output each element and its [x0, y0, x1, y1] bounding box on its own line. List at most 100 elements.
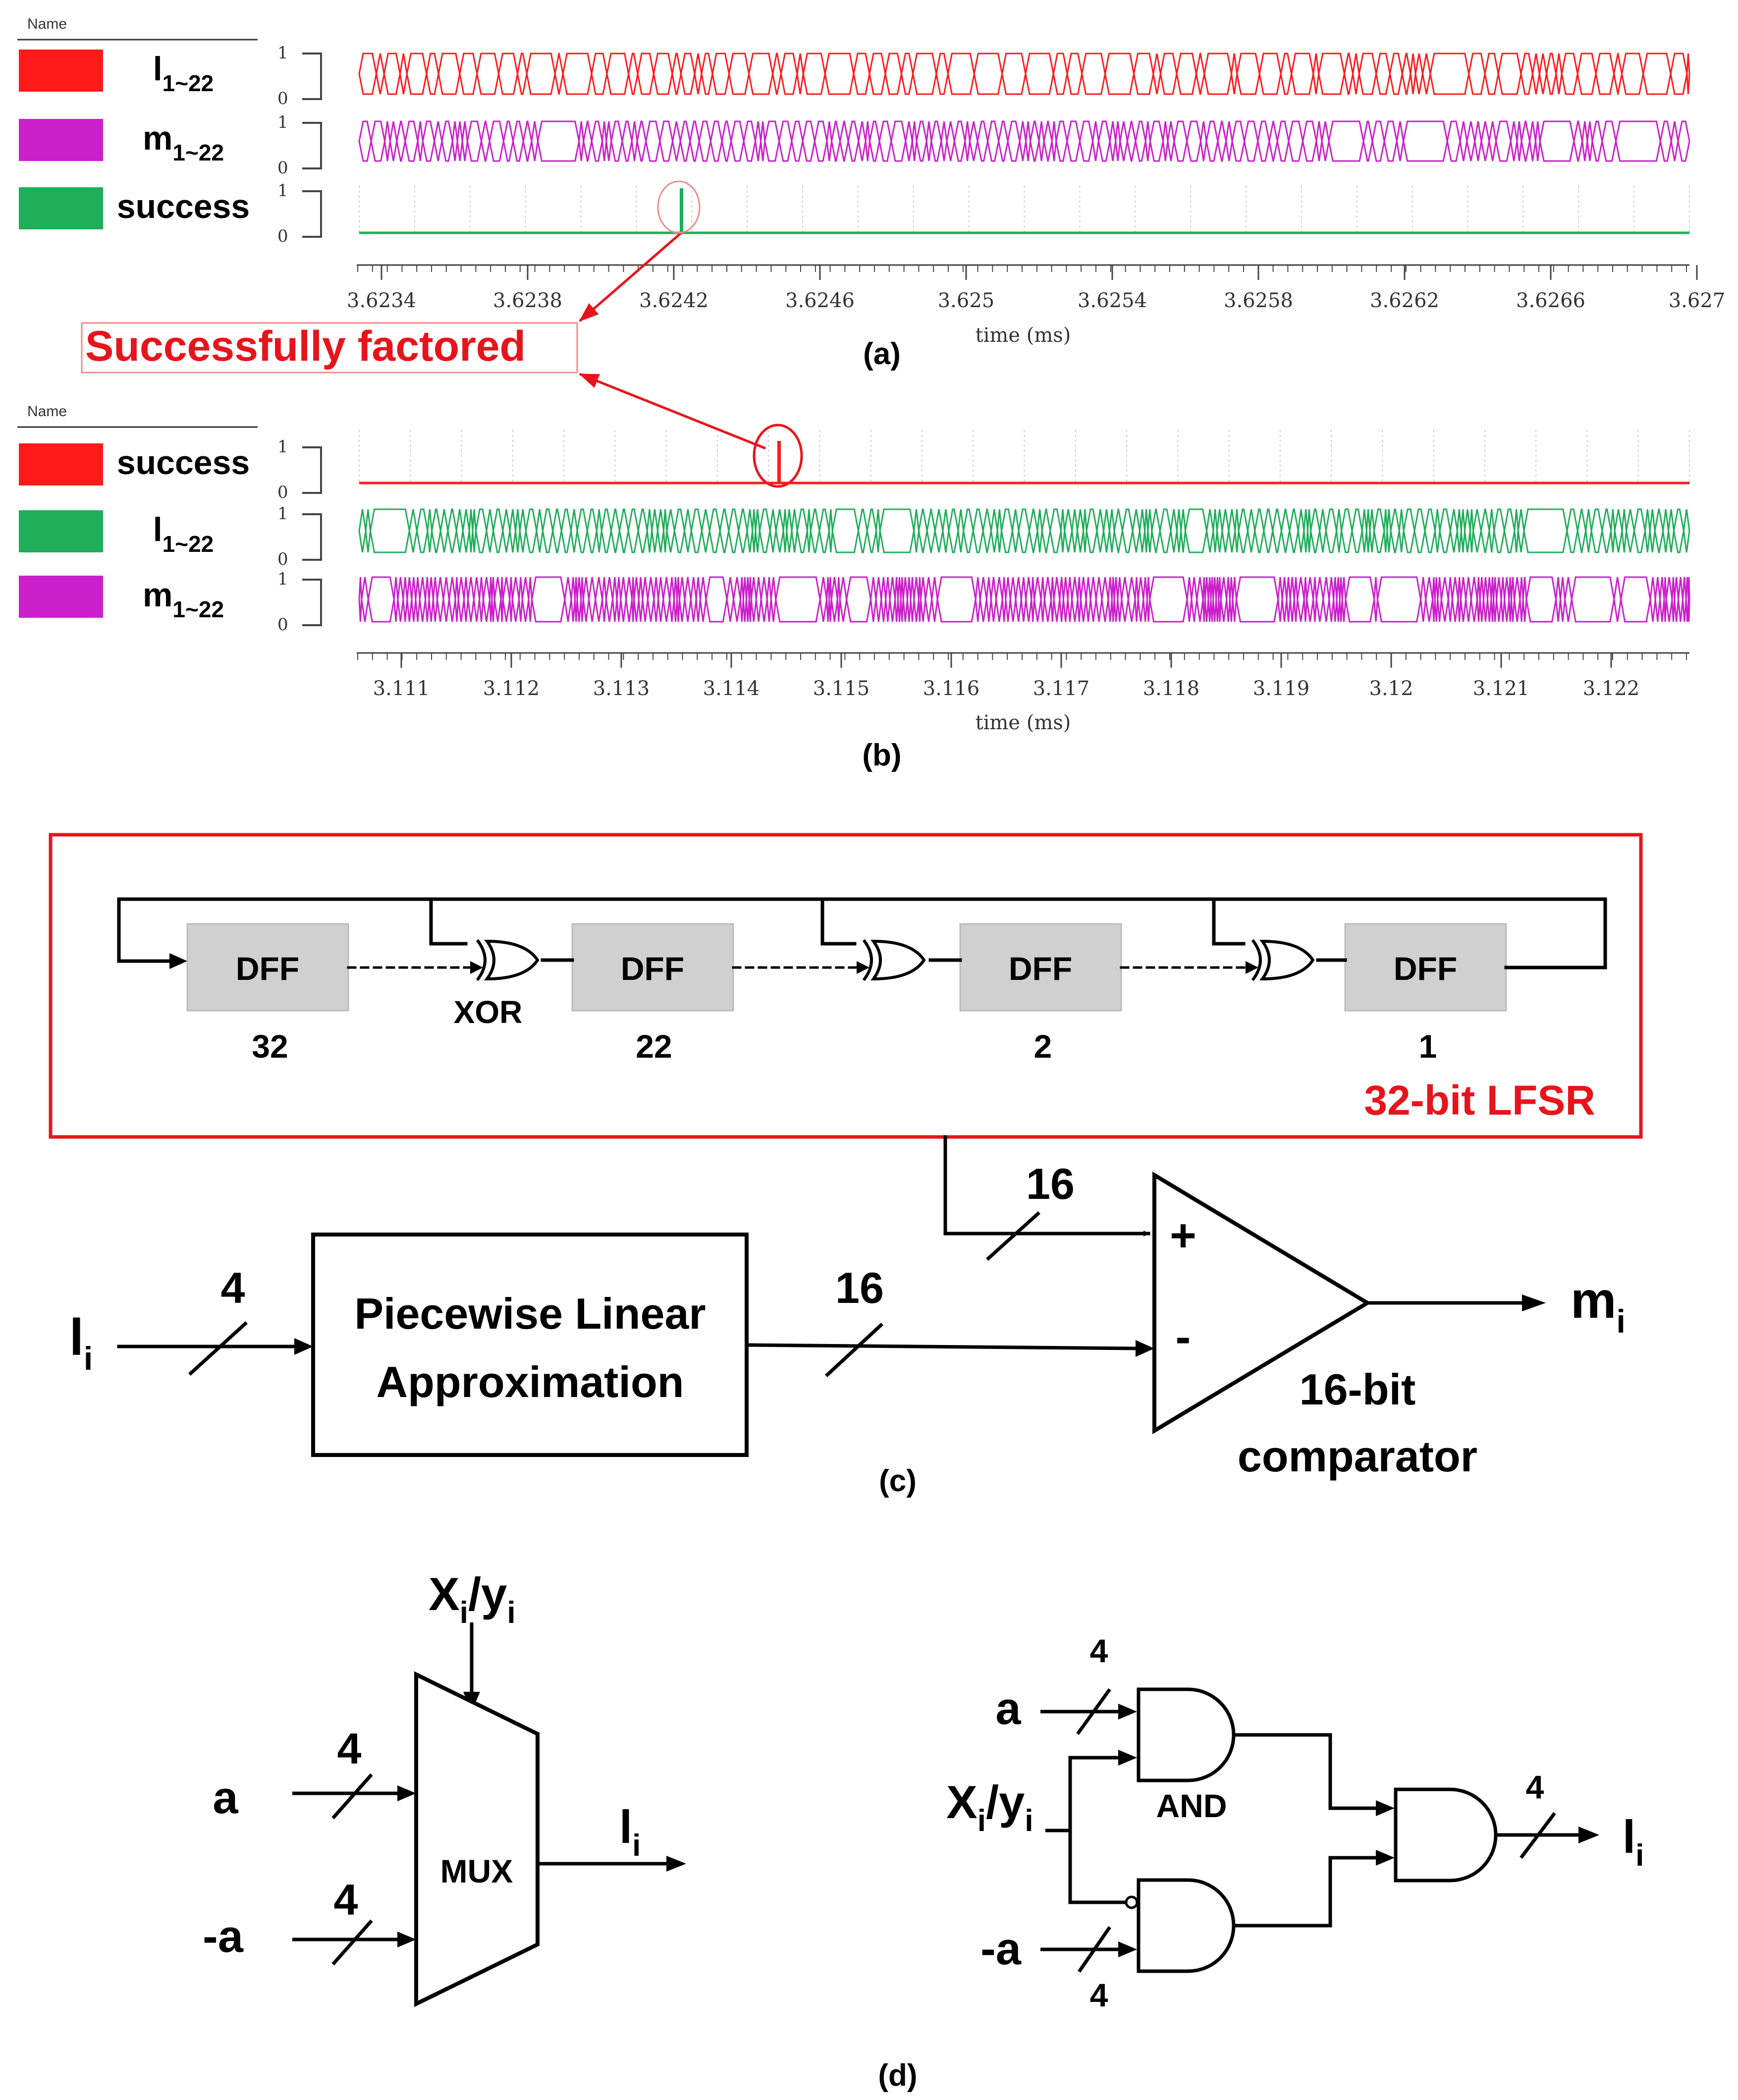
- tick-label: 3.12: [1369, 677, 1413, 700]
- comparator-line2: comparator: [1238, 1432, 1477, 1481]
- gate-input-neg-a-arrowhead: [1118, 1941, 1137, 1957]
- panel-c-label: (c): [879, 1464, 917, 1498]
- tick-label: 3.627: [1669, 289, 1726, 312]
- tick-label: 3.6238: [493, 289, 562, 312]
- pla-output-bus: [745, 1343, 1141, 1350]
- gate-select-wire-low: [1045, 1829, 1127, 1904]
- bus-slash-mux-neg-a: [331, 1919, 373, 1966]
- lfsr-output-bus: [943, 1135, 1150, 1237]
- xor-body: [1259, 939, 1315, 981]
- and-gate-lower: [1137, 1878, 1236, 1973]
- panel-b-waveforms: [358, 430, 1690, 623]
- output-arrowhead: [1522, 1294, 1546, 1311]
- tick-label: 3.114: [703, 677, 760, 700]
- level-low: 0: [277, 615, 288, 635]
- mux: [414, 1671, 540, 2007]
- panel-b-label: (b): [862, 738, 901, 772]
- and-label: AND: [1156, 1787, 1227, 1824]
- pla-line1: Piecewise Linear: [354, 1289, 706, 1338]
- dff-1: DFF 1: [1344, 923, 1507, 1065]
- tick-label: 3.112: [483, 677, 540, 700]
- tick-label: 3.6254: [1078, 289, 1147, 312]
- legend-swatch: [19, 119, 103, 161]
- xor-body: [484, 939, 540, 981]
- bus-waveform: [358, 120, 1690, 162]
- bus-width-top: 16: [1026, 1159, 1075, 1208]
- bus-slash-gate-neg-a: [1078, 1926, 1111, 1973]
- level-low: 0: [277, 89, 288, 108]
- comparator-plus: +: [1170, 1210, 1196, 1261]
- lfsr-dash-arrowheads: [470, 961, 1258, 974]
- tick-label: 3.625: [938, 289, 995, 312]
- bus-width-gate-out: 4: [1526, 1769, 1544, 1805]
- legend-swatch: [19, 510, 103, 552]
- bus-slash-gate-out: [1520, 1812, 1556, 1859]
- panel-a-xlabel: time (ms): [976, 324, 1071, 347]
- level-bracket: [302, 122, 322, 169]
- level-bracket: [302, 579, 322, 626]
- bus-width-mux-neg-a: 4: [334, 1875, 358, 1924]
- pla-box: [311, 1233, 749, 1457]
- dff-32: DFF 32: [186, 923, 349, 1065]
- gate-select-wire-high: [1068, 1756, 1120, 1831]
- lfsr-feedback-wires: [117, 897, 1607, 969]
- bus-width-mux-a: 4: [337, 1724, 362, 1773]
- tick-label: 3.111: [373, 677, 430, 700]
- mux-input-a-arrowhead: [397, 1785, 416, 1801]
- gate-input-a: a: [995, 1683, 1021, 1734]
- tick-label: 3.117: [1033, 677, 1090, 700]
- level-high: 1: [277, 43, 288, 63]
- legend-label: success: [117, 188, 250, 225]
- panel-d: Xi/yi MUX a 4 -a 4 li a 4 Xi/yi -a 4: [203, 1568, 1644, 2093]
- bus-slash-top: [986, 1211, 1040, 1261]
- level-high: 1: [277, 569, 288, 589]
- level-low: 0: [277, 549, 288, 569]
- feedback-arrowhead: [169, 953, 187, 969]
- annotation-box: [81, 322, 578, 374]
- level-low: 0: [277, 483, 288, 502]
- tick-label: 3.121: [1473, 677, 1530, 700]
- lfsr-border: [49, 833, 1643, 1139]
- xor-back-curve: [476, 939, 487, 981]
- tick-label: 3.119: [1253, 677, 1310, 700]
- gate-output-arrowhead: [1578, 1827, 1599, 1843]
- xor-label: XOR: [454, 994, 523, 1030]
- bus-width-in: 4: [221, 1263, 245, 1312]
- panel-b-header: Name: [27, 403, 67, 420]
- panel-a-label: (a): [863, 337, 901, 371]
- level-low: 0: [277, 226, 288, 246]
- xor-body: [870, 939, 926, 981]
- and-lower-output: [1234, 1856, 1377, 1928]
- pla-output-arrowhead: [1136, 1340, 1154, 1357]
- output-mi: mi: [1571, 1272, 1626, 1340]
- success-marker-b: [753, 424, 803, 488]
- legend-label: m1~22: [143, 576, 224, 622]
- panel-b-xlabel: time (ms): [976, 711, 1071, 734]
- panel-a-waveforms: [358, 53, 1690, 234]
- legend-swatch: [19, 50, 103, 92]
- bus-slash-gate-a: [1076, 1688, 1111, 1735]
- tick-label: 3.6242: [639, 289, 708, 312]
- mux-input-neg-a-arrowhead: [397, 1932, 416, 1947]
- gate-select-arrowhead: [1118, 1750, 1137, 1766]
- gate-input-a-arrowhead: [1118, 1704, 1137, 1720]
- and-gate-upper: [1137, 1687, 1236, 1782]
- comparator: [1152, 1171, 1371, 1435]
- and-upper-output: [1234, 1733, 1377, 1810]
- dff-index: 32: [252, 1028, 288, 1065]
- dff-index: 1: [1419, 1028, 1437, 1065]
- dff-index: 2: [1034, 1028, 1052, 1065]
- legend-label: l1~22: [153, 511, 214, 557]
- bus-width-gate-neg-a: 4: [1090, 1977, 1108, 2013]
- dff-label: DFF: [621, 950, 684, 987]
- mux-input-neg-a: -a: [203, 1911, 244, 1962]
- tick-label: 3.6262: [1370, 289, 1439, 312]
- annotation-arrow-b: [579, 373, 766, 450]
- gate-select-label: Xi/yi: [946, 1776, 1033, 1838]
- dff-label: DFF: [1394, 950, 1457, 987]
- gate-output-li: li: [1623, 1811, 1644, 1873]
